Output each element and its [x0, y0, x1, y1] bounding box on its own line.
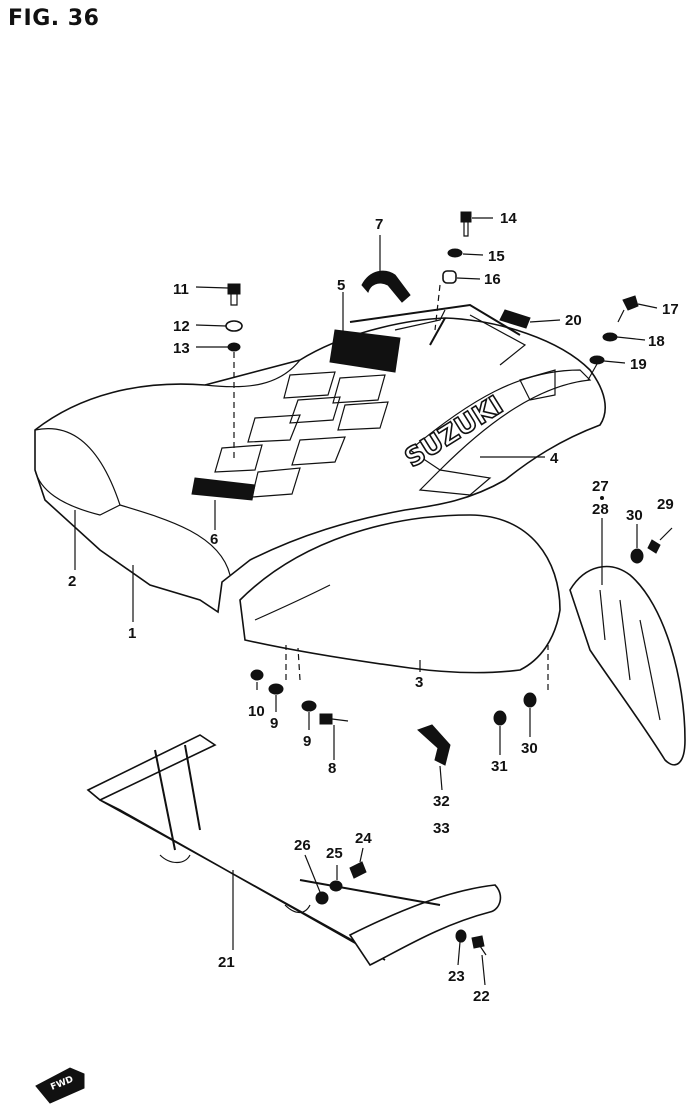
callout-6: 6	[210, 531, 218, 548]
callout-32: 32	[433, 793, 450, 810]
callout-15: 15	[488, 248, 505, 265]
mud-flap	[569, 565, 686, 766]
callout-11: 11	[173, 281, 189, 298]
callout-33: 33	[433, 820, 450, 837]
callout-28: 28	[592, 501, 609, 518]
callout-1: 1	[128, 625, 136, 642]
callout-24: 24	[355, 830, 372, 847]
rear-fender-body	[34, 317, 606, 614]
callout-26: 26	[294, 837, 311, 854]
callout-21: 21	[218, 954, 235, 971]
callout-12: 12	[173, 318, 190, 335]
callout-labels: 1 2 3 4 5 6 7 8 9 9 10 11 12 13 14 15 16…	[68, 210, 679, 1005]
hardware	[191, 211, 673, 956]
callout-9b: 9	[303, 733, 311, 750]
callout-5: 5	[337, 277, 345, 294]
callout-4: 4	[550, 450, 559, 467]
callout-29: 29	[657, 496, 674, 513]
callout-23: 23	[448, 968, 465, 985]
leader-lines	[74, 217, 658, 986]
callout-27: 27	[592, 478, 609, 495]
callout-25: 25	[326, 845, 343, 862]
fender-side-panel	[239, 514, 561, 674]
callout-14: 14	[500, 210, 517, 227]
fender-rails	[349, 303, 527, 366]
callout-31: 31	[491, 758, 508, 775]
callout-2: 2	[68, 573, 76, 590]
rack-frame	[86, 734, 502, 967]
callout-30a: 30	[626, 507, 643, 524]
callout-3: 3	[415, 674, 423, 691]
figure-title: FIG. 36	[8, 6, 100, 31]
callout-7: 7	[375, 216, 383, 233]
callout-16: 16	[484, 271, 501, 288]
callout-18: 18	[648, 333, 665, 350]
callout-22: 22	[473, 988, 490, 1005]
callout-10: 10	[248, 703, 265, 720]
callout-30b: 30	[521, 740, 538, 757]
callout-8: 8	[328, 760, 336, 777]
forward-direction-marker: FWD	[35, 1067, 85, 1104]
callout-17: 17	[662, 301, 679, 318]
callout-9a: 9	[270, 715, 278, 732]
callout-13: 13	[173, 340, 190, 357]
callout-20: 20	[565, 312, 582, 329]
callout-19: 19	[630, 356, 647, 373]
